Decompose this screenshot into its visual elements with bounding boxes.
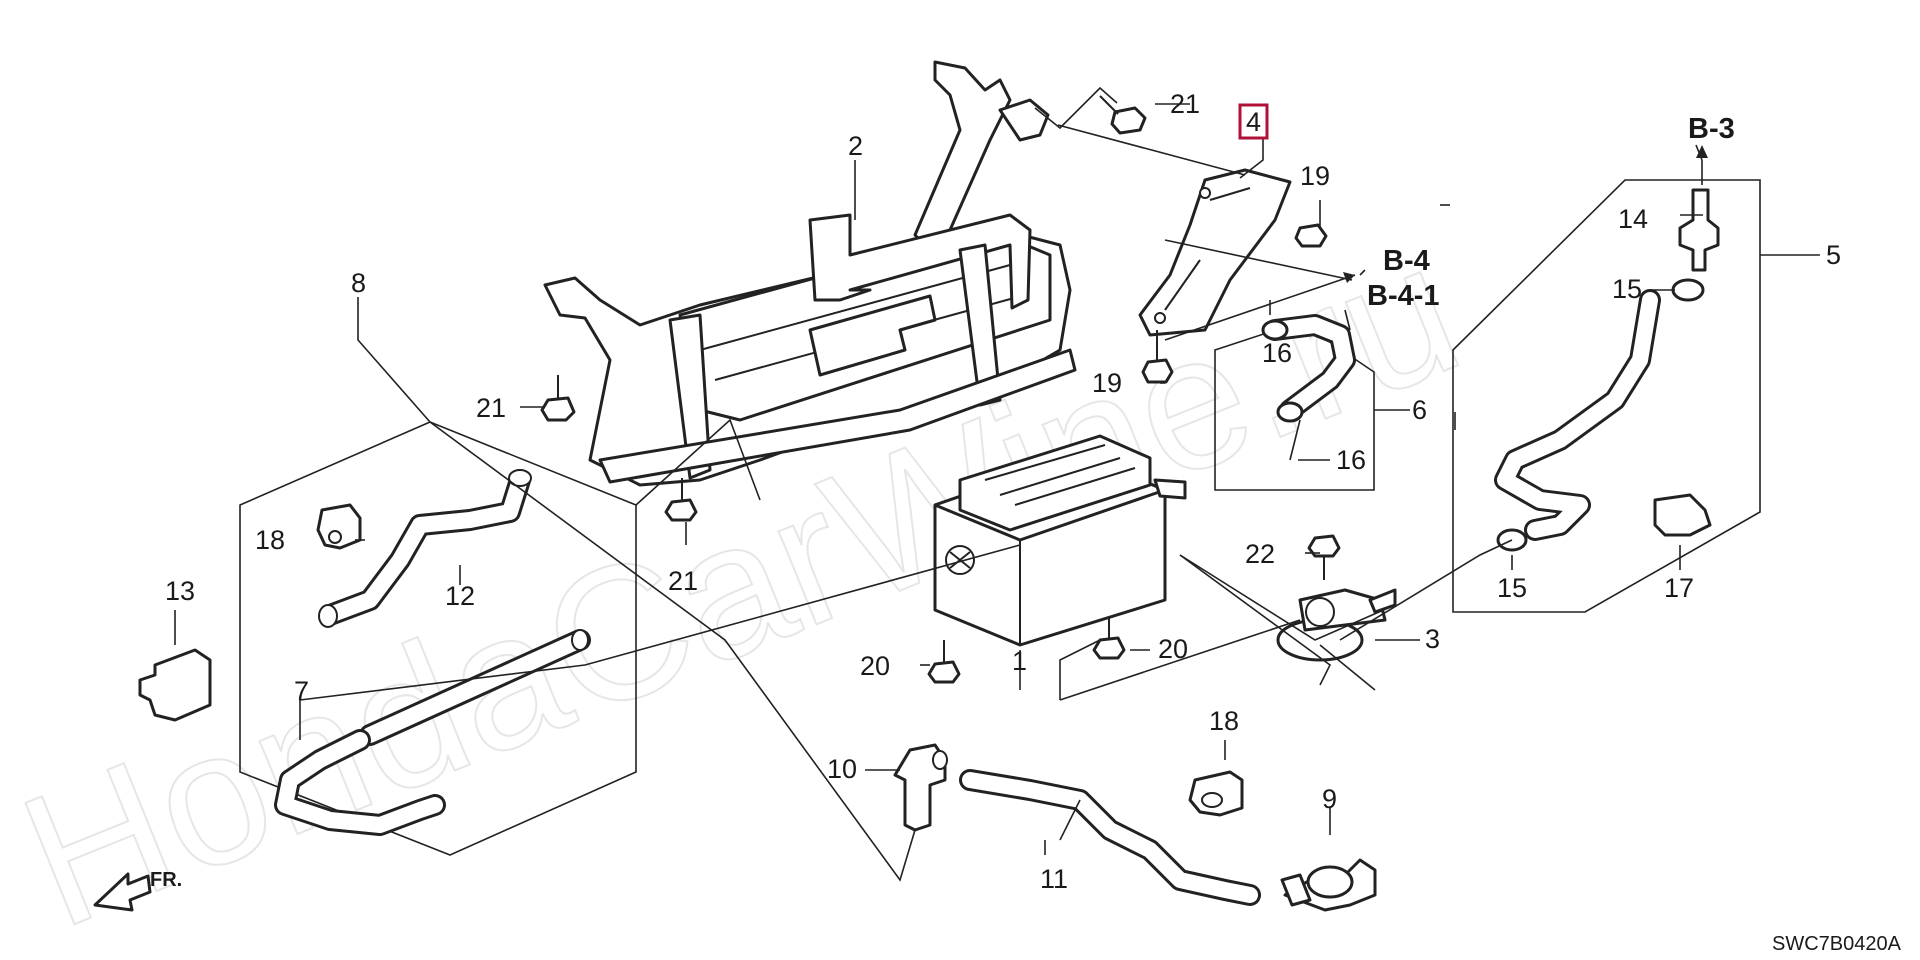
callout-21c: 21 — [668, 566, 698, 596]
clip-part-13[interactable] — [138, 648, 212, 722]
hose-part-11[interactable] — [959, 769, 1261, 906]
callout-11: 11 — [1040, 864, 1068, 894]
joint-part-14[interactable] — [1678, 188, 1720, 272]
clamp-part-16-upper[interactable] — [1261, 319, 1289, 341]
clip-part-18-left[interactable] — [316, 503, 362, 550]
callout-4-box — [1238, 103, 1269, 140]
bolt-part-21-bottom[interactable] — [664, 478, 698, 522]
callout-4-highlighted[interactable]: 4 — [1238, 103, 1269, 140]
callout-16b: 16 — [1336, 445, 1366, 475]
clamp-part-15-upper[interactable] — [1671, 278, 1705, 302]
section-ref-b4-1[interactable]: B-4-1 — [1367, 280, 1440, 312]
valve-part-3[interactable] — [1276, 588, 1397, 662]
callout-9: 9 — [1322, 784, 1337, 814]
group-5-outline — [1452, 179, 1761, 613]
section-ref-b3[interactable]: B-3 — [1688, 113, 1735, 145]
callout-17: 17 — [1664, 573, 1694, 603]
callout-21b: 21 — [476, 393, 506, 423]
clip-part-18-right[interactable] — [1188, 770, 1244, 817]
callout-15b: 15 — [1497, 573, 1527, 603]
canister-part-1[interactable] — [933, 434, 1187, 647]
callout-5: 5 — [1826, 240, 1841, 270]
canister-bracket-part-2[interactable] — [543, 60, 1077, 487]
hose-part-7[interactable] — [274, 729, 446, 836]
callout-labels: 1 2 3 5 6 7 8 9 10 11 12 13 14 15 15 16 … — [165, 89, 1841, 894]
callout-19a: 19 — [1300, 161, 1330, 191]
bracket-part-4[interactable] — [1138, 168, 1292, 337]
front-label: FR. — [150, 869, 182, 891]
callout-20b: 20 — [1158, 634, 1188, 664]
callout-20a: 20 — [860, 651, 890, 681]
callout-7: 7 — [294, 676, 309, 706]
leader-lines — [174, 86, 1820, 882]
bolt-part-20-left[interactable] — [927, 640, 961, 684]
fitting-part-10[interactable] — [893, 743, 948, 832]
callout-1: 1 — [1012, 646, 1027, 676]
callout-10: 10 — [827, 754, 857, 784]
callout-3: 3 — [1425, 624, 1440, 654]
diagram-code: SWC7B0420A — [1772, 933, 1902, 955]
hose-part-5[interactable] — [1494, 289, 1661, 541]
section-ref-b4[interactable]: B-4 — [1383, 245, 1430, 277]
callout-22: 22 — [1245, 539, 1275, 569]
valve-part-9[interactable] — [1280, 858, 1377, 912]
bolt-part-21-top[interactable] — [1099, 95, 1147, 135]
tube-long[interactable] — [359, 629, 591, 746]
bolt-part-19-mid[interactable] — [1141, 330, 1174, 384]
bolt-part-21-left[interactable] — [540, 375, 576, 422]
callout-4: 4 — [1246, 107, 1261, 137]
callout-12: 12 — [445, 581, 475, 611]
bolt-part-20-right[interactable] — [1092, 616, 1126, 660]
arrow-to-b4 — [1164, 272, 1356, 341]
callout-19b: 19 — [1092, 368, 1122, 398]
hose-part-6[interactable] — [1264, 314, 1356, 421]
callout-21a: 21 — [1170, 89, 1200, 119]
bolt-part-19-top[interactable] — [1294, 223, 1328, 248]
callout-15a: 15 — [1612, 274, 1642, 304]
arrow-to-b3 — [1696, 145, 1708, 158]
front-direction-arrow: FR. — [93, 869, 182, 912]
callout-2: 2 — [848, 131, 863, 161]
callout-16a: 16 — [1262, 338, 1292, 368]
callout-18b: 18 — [1209, 706, 1239, 736]
hose-part-12[interactable] — [318, 469, 532, 628]
clamp-part-16-lower[interactable] — [1276, 401, 1304, 423]
callout-6: 6 — [1412, 395, 1427, 425]
callout-8: 8 — [351, 268, 366, 298]
callout-18a: 18 — [255, 525, 285, 555]
bolt-part-22[interactable] — [1307, 534, 1341, 580]
callout-14: 14 — [1618, 204, 1648, 234]
callout-13: 13 — [165, 576, 195, 606]
clip-part-17[interactable] — [1653, 493, 1712, 537]
